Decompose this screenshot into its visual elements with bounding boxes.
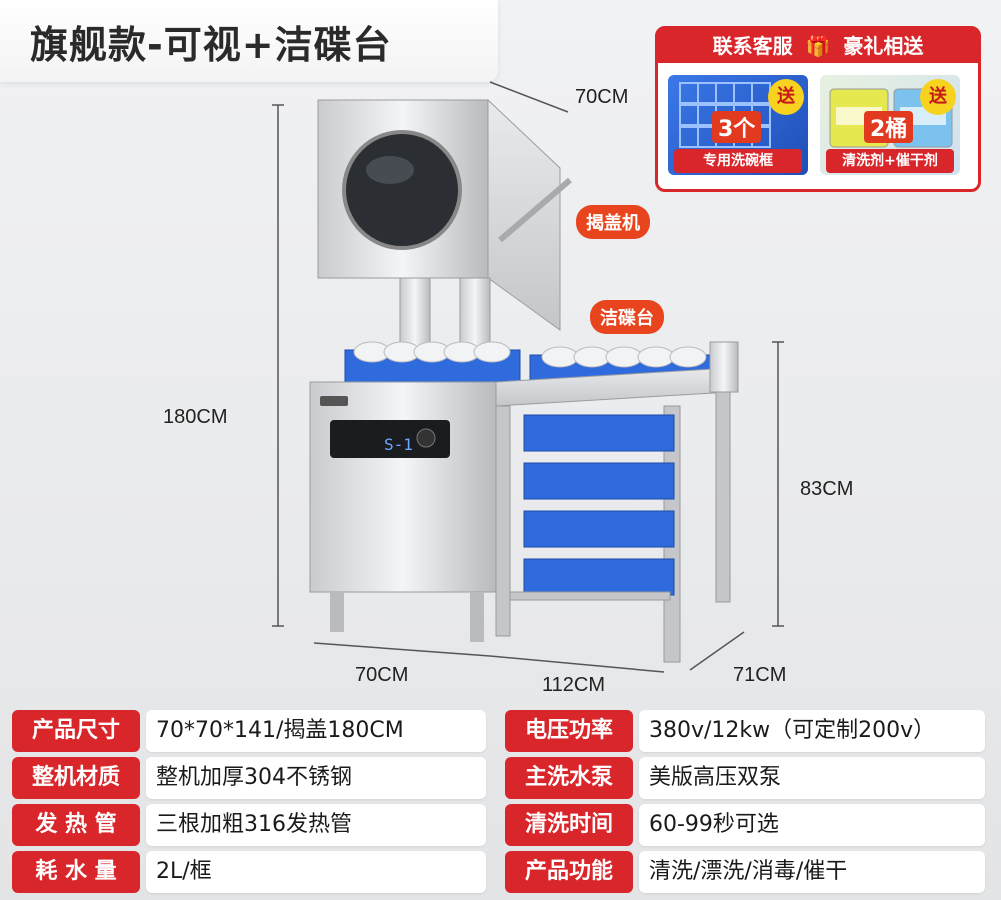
- spec-label: 产品功能: [505, 851, 633, 893]
- dim-table-height: 83CM: [800, 478, 854, 500]
- spec-label: 耗 水 量: [12, 851, 140, 893]
- dim-top-depth: 70CM: [575, 86, 629, 108]
- gift-caption: 清洗剂+催干剂: [826, 149, 954, 173]
- gift-detergent-card: 2桶 送 清洗剂+催干剂: [820, 75, 960, 175]
- gift-count: 3个: [712, 111, 762, 143]
- dim-machine-width: 70CM: [355, 664, 409, 686]
- spec-value: 美版高压双泵: [639, 757, 985, 799]
- table-tag: 洁碟台: [590, 300, 664, 334]
- dim-total-height: 180CM: [163, 406, 228, 428]
- spec-value: 三根加粗316发热管: [146, 804, 486, 846]
- promo-header-text: 联系客服: [712, 34, 793, 58]
- spec-value: 380v/12kw（可定制200v）: [639, 710, 985, 752]
- gift-icon: 🎁: [805, 34, 831, 58]
- panel-code: S-1: [384, 435, 413, 454]
- promo-panel[interactable]: 联系客服 🎁 豪礼相送 3个 送 专用洗碗框 2桶 送 清洗剂+催干剂: [655, 26, 981, 192]
- machine-tag: 揭盖机: [576, 205, 650, 239]
- spec-value: 70*70*141/揭盖180CM: [146, 710, 486, 752]
- spec-value: 60-99秒可选: [639, 804, 985, 846]
- page-title: 旗舰款-可视+洁碟台: [30, 23, 392, 67]
- spec-value: 2L/框: [146, 851, 486, 893]
- spec-label: 清洗时间: [505, 804, 633, 846]
- viewing-window: [342, 130, 462, 250]
- control-panel: [330, 420, 450, 458]
- dimension-lines: [272, 81, 784, 673]
- spec-value: 清洗/漂洗/消毒/催干: [639, 851, 985, 893]
- promo-header: 联系客服 🎁 豪礼相送: [658, 29, 978, 63]
- spec-label: 产品尺寸: [12, 710, 140, 752]
- send-badge: 送: [920, 79, 956, 115]
- send-badge: 送: [768, 79, 804, 115]
- dim-table-depth: 71CM: [733, 664, 787, 686]
- spec-label: 主洗水泵: [505, 757, 633, 799]
- spec-label: 整机材质: [12, 757, 140, 799]
- spec-value: 整机加厚304不锈钢: [146, 757, 486, 799]
- dim-total-width: 112CM: [542, 674, 605, 696]
- product-illustration: S-1: [272, 81, 784, 673]
- gift-caption: 专用洗碗框: [674, 149, 802, 173]
- spec-label: 发 热 管: [12, 804, 140, 846]
- title-banner: [0, 0, 498, 82]
- gift-count: 2桶: [864, 111, 914, 143]
- promo-header-suffix: 豪礼相送: [843, 34, 924, 58]
- gift-rack-card: 3个 送 专用洗碗框: [668, 75, 808, 175]
- lift-handle: [498, 177, 572, 243]
- spec-label: 电压功率: [505, 710, 633, 752]
